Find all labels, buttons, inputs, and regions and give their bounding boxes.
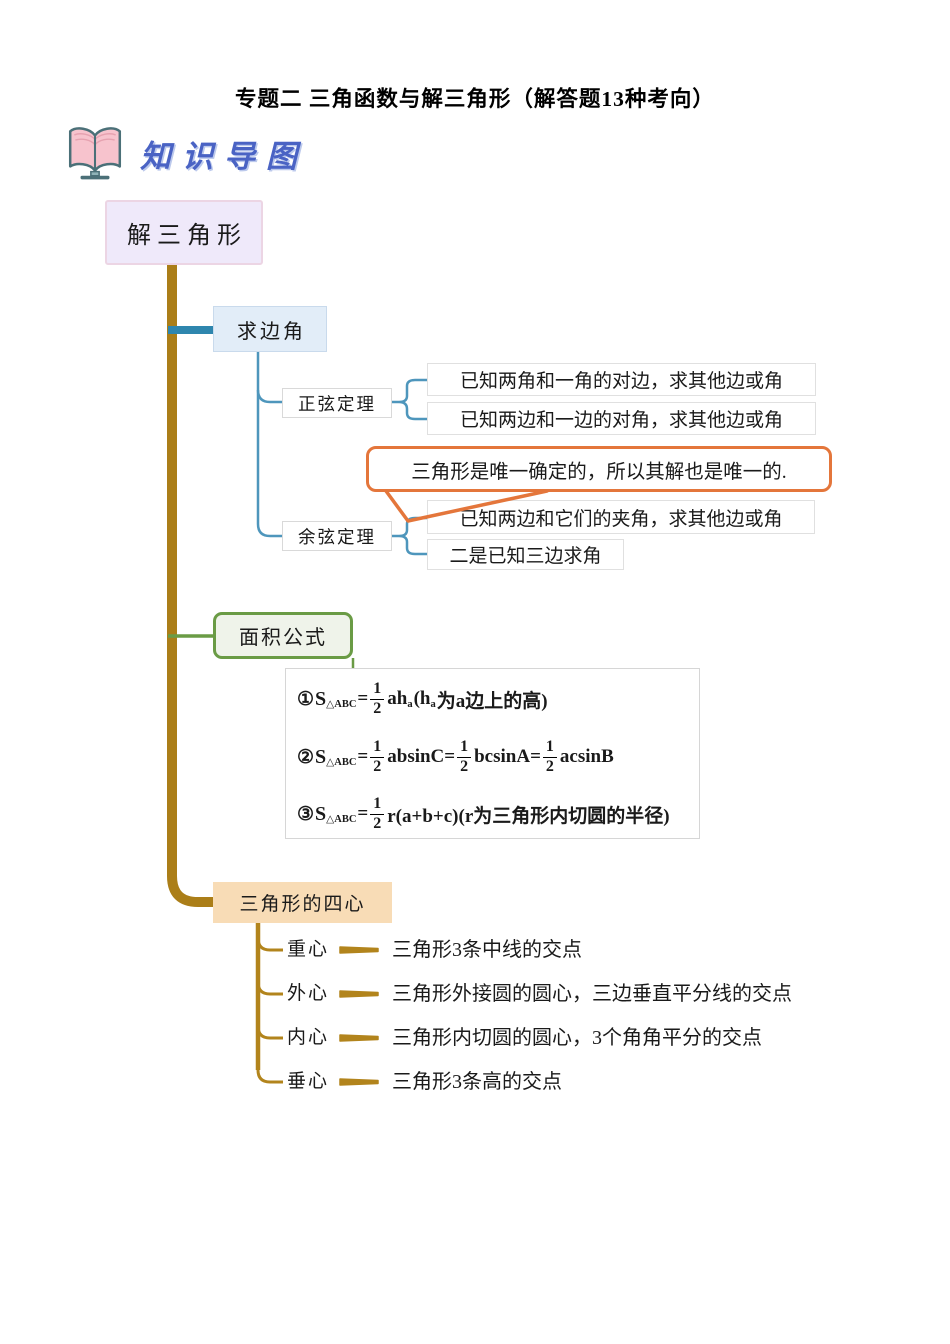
centers-branch-1 xyxy=(256,937,283,952)
circled-2: ② xyxy=(297,746,315,768)
centers-branch-2 xyxy=(256,981,283,996)
unique-solution-note: 三角形是唯一确定的，所以其解也是唯一的. xyxy=(366,446,832,492)
center-label-circumcenter: 外心 xyxy=(287,983,330,1004)
center-dash-1 xyxy=(339,946,379,954)
trunk-line xyxy=(167,265,215,907)
center-dash-3 xyxy=(339,1034,379,1042)
center-desc-centroid: 三角形3条中线的交点 xyxy=(392,939,582,961)
edge-angle-node: 求边角 xyxy=(213,306,327,352)
centers-branch-3 xyxy=(256,1025,283,1040)
sine-case-1: 已知两角和一角的对边，求其他边或角 xyxy=(427,363,816,396)
center-desc-incenter: 三角形内切圆的圆心，3个角角平分的交点 xyxy=(392,1027,762,1049)
center-label-incenter: 内心 xyxy=(287,1027,330,1048)
knowledge-map-title: 知识导图 xyxy=(140,138,308,174)
centers-branch-4 xyxy=(256,1069,283,1084)
root-node: 解三角形 xyxy=(105,200,263,265)
cosine-theorem-node: 余弦定理 xyxy=(282,521,392,551)
sine-theorem-node: 正弦定理 xyxy=(282,388,392,418)
circled-3: ③ xyxy=(297,803,315,825)
cosine-case-1: 已知两边和它们的夹角，求其他边或角 xyxy=(427,500,815,534)
center-desc-circumcenter: 三角形外接圆的圆心，三边垂直平分线的交点 xyxy=(392,983,792,1005)
knowledge-map-header: 知识导图 xyxy=(64,124,384,182)
center-label-orthocenter: 垂心 xyxy=(287,1071,330,1092)
center-label-centroid: 重心 xyxy=(287,939,330,960)
edge-subline xyxy=(256,352,283,538)
sine-branch-line xyxy=(256,389,283,404)
cosine-brace xyxy=(392,516,427,556)
open-book-icon xyxy=(68,127,122,180)
area-formula-node: 面积公式 xyxy=(213,612,353,659)
sine-brace xyxy=(392,378,427,421)
sine-case-2: 已知两边和一边的对角，求其他边或角 xyxy=(427,402,816,435)
cosine-case-2: 二是已知三边求角 xyxy=(427,539,624,570)
page-title: 专题二 三角函数与解三角形（解答题13种考向） xyxy=(235,87,715,111)
four-centers-node: 三角形的四心 xyxy=(213,882,392,923)
center-dash-2 xyxy=(339,990,379,998)
center-desc-orthocenter: 三角形3条高的交点 xyxy=(392,1071,562,1093)
center-dash-4 xyxy=(339,1078,379,1086)
circled-1: ① xyxy=(297,688,315,710)
